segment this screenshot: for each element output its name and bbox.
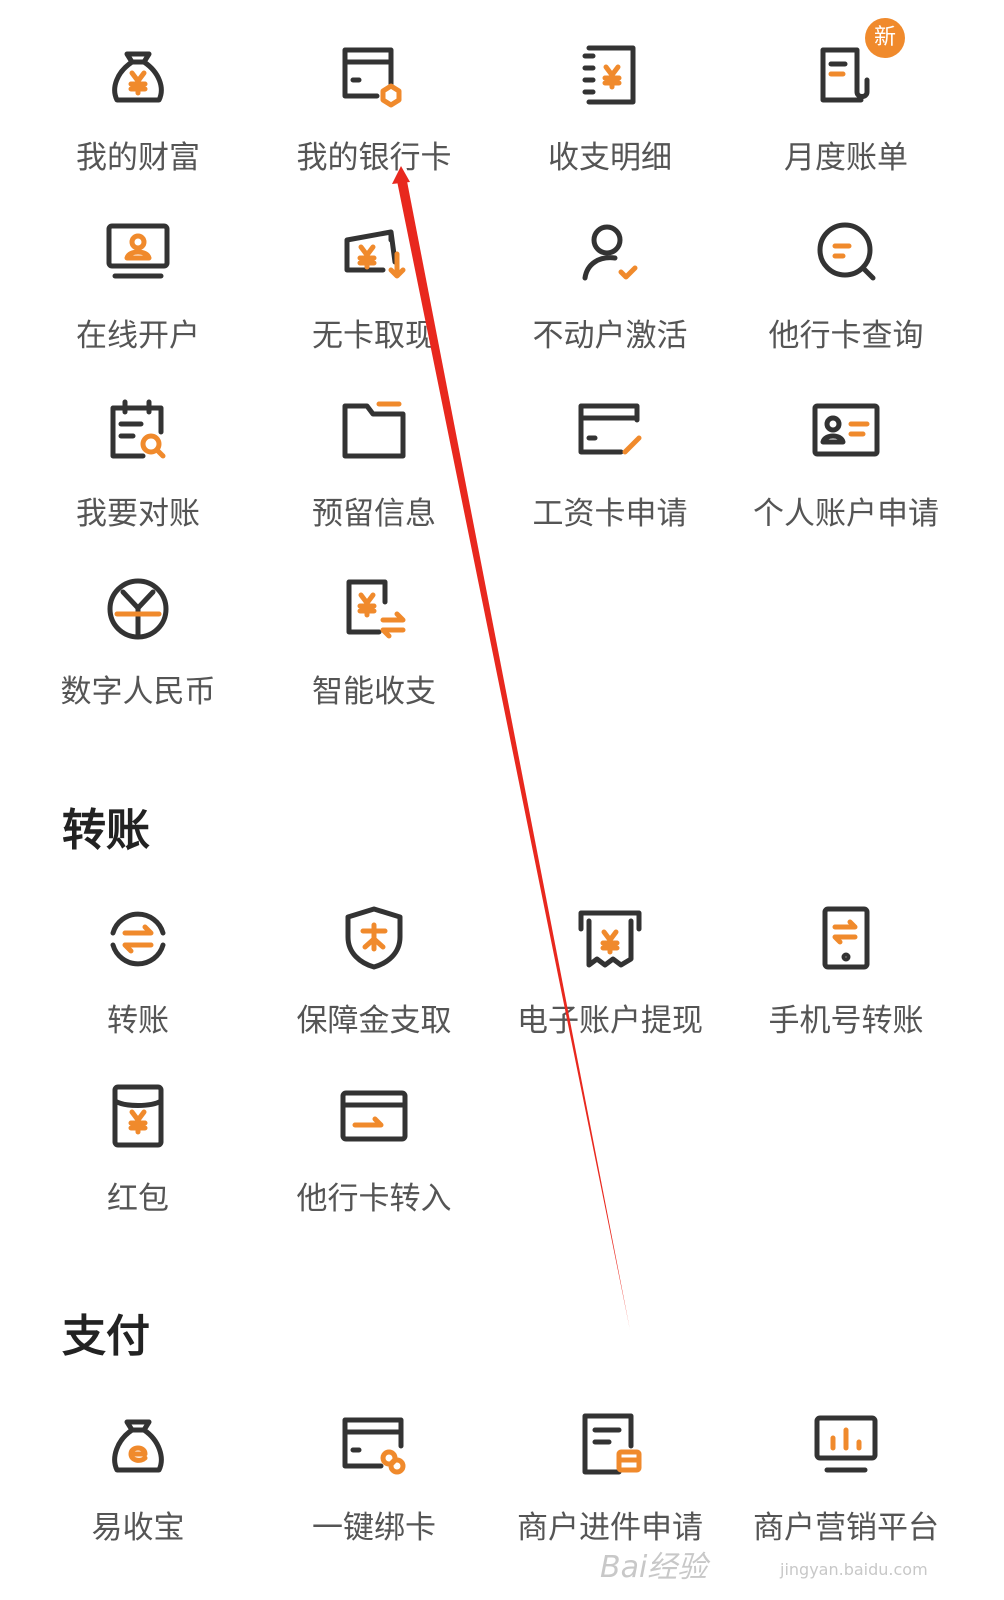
menu-item-label: 易收宝 [91, 1510, 185, 1546]
bank-card-icon [342, 47, 402, 108]
menu-item-receipt-print[interactable]: 电子账户提现 [492, 885, 728, 1063]
menu-item-transfer-cycle[interactable]: 转账 [20, 885, 256, 1063]
menu-item-label: 我的财富 [76, 140, 200, 176]
watermark-logo: Bai经验 [600, 1550, 708, 1585]
receipt-print-icon [578, 910, 642, 968]
menu-item-label: 保障金支取 [296, 1003, 452, 1039]
search-chat-icon [817, 222, 876, 281]
ledger-icon [582, 45, 636, 105]
menu-item-card-pen[interactable]: 工资卡申请 [492, 378, 728, 556]
menu-item-red-envelope[interactable]: 红包 [20, 1063, 256, 1241]
grid-transfer: 转账 保障金支取 电子账户提现 手机号转账红包 他行卡转入 [20, 885, 964, 1241]
shield-guarantee-icon [345, 906, 403, 970]
menu-item-ledger[interactable]: 收支明细 [492, 22, 728, 200]
menu-item-user-check[interactable]: 不动户激活 [492, 200, 728, 378]
new-badge: 新 [865, 18, 905, 58]
menu-item-label: 商户进件申请 [517, 1510, 703, 1546]
menu-item-search-chat[interactable]: 他行卡查询 [728, 200, 964, 378]
menu-item-label: 商户营销平台 [753, 1510, 939, 1546]
menu-item-digital-rmb[interactable]: 数字人民币 [20, 556, 256, 734]
menu-item-label: 手机号转账 [768, 1003, 924, 1039]
menu-item-label: 数字人民币 [60, 674, 216, 710]
menu-item-label: 他行卡转入 [296, 1181, 452, 1217]
watermark-url: jingyan.baidu.com [780, 1560, 928, 1579]
transfer-cycle-icon [110, 911, 166, 967]
menu-item-label: 不动户激活 [532, 318, 688, 354]
menu-item-cash-withdraw[interactable]: 无卡取现 [256, 200, 492, 378]
menu-item-label: 电子账户提现 [517, 1003, 703, 1039]
menu-item-label: 在线开户 [76, 318, 200, 354]
smart-exchange-icon [346, 579, 406, 639]
menu-item-money-bag[interactable]: 我的财富 [20, 22, 256, 200]
menu-item-monitor-chart[interactable]: 商户营销平台 [728, 1392, 964, 1570]
menu-item-e-bag[interactable]: 易收宝 [20, 1392, 256, 1570]
folder-icon [342, 401, 406, 459]
money-bag-icon [112, 51, 164, 103]
menu-item-card-transfer-in[interactable]: 他行卡转入 [256, 1063, 492, 1241]
bill-scroll-icon [820, 47, 870, 103]
phone-transfer-icon [822, 906, 870, 970]
menu-item-label: 他行卡查询 [768, 318, 924, 354]
card-pen-icon [578, 403, 642, 455]
menu-item-calendar-search[interactable]: 我要对账 [20, 378, 256, 556]
menu-item-label: 转账 [107, 1003, 169, 1039]
menu-item-label: 无卡取现 [312, 318, 436, 354]
menu-item-phone-transfer[interactable]: 手机号转账 [728, 885, 964, 1063]
menu-item-shield-guarantee[interactable]: 保障金支取 [256, 885, 492, 1063]
menu-item-folder[interactable]: 预留信息 [256, 378, 492, 556]
menu-item-label: 我的银行卡 [296, 140, 452, 176]
menu-item-bill-scroll[interactable]: 新月度账单 [728, 18, 964, 200]
menu-item-label: 预留信息 [312, 496, 436, 532]
section-title-transfer: 转账 [62, 805, 150, 856]
menu-item-monitor-user[interactable]: 在线开户 [20, 200, 256, 378]
card-transfer-in-icon [340, 1090, 408, 1142]
monitor-chart-icon [814, 1415, 878, 1473]
monitor-user-icon [106, 223, 170, 279]
menu-item-merchant-doc[interactable]: 商户进件申请 [492, 1392, 728, 1570]
user-check-icon [582, 224, 638, 281]
menu-item-label: 一键绑卡 [312, 1510, 436, 1546]
menu-item-card-link[interactable]: 一键绑卡 [256, 1392, 492, 1570]
merchant-doc-icon [582, 1413, 642, 1475]
calendar-search-icon [110, 399, 166, 459]
menu-item-label: 红包 [107, 1181, 169, 1217]
menu-item-label: 工资卡申请 [532, 496, 688, 532]
menu-item-label: 个人账户申请 [753, 496, 939, 532]
menu-item-smart-exchange[interactable]: 智能收支 [256, 556, 492, 734]
grid-main: 我的财富 我的银行卡 收支明细 新月度账单在线开户 无卡取现 不动户激活 他行卡查询我要对账… [20, 18, 964, 734]
menu-item-label: 月度账单 [784, 140, 908, 176]
card-link-icon [342, 1417, 406, 1475]
grid-payment: 易收宝 一键绑卡 商户进件申请 商户营销平台 [20, 1392, 964, 1570]
menu-item-label: 收支明细 [548, 140, 672, 176]
menu-item-label: 智能收支 [312, 674, 436, 710]
digital-rmb-icon [107, 578, 169, 640]
menu-item-bank-card[interactable]: 我的银行卡 [256, 22, 492, 200]
menu-item-id-card[interactable]: 个人账户申请 [728, 378, 964, 556]
e-bag-icon [112, 1419, 164, 1473]
id-card-icon [812, 403, 880, 457]
section-title-payment: 支付 [62, 1311, 150, 1362]
red-envelope-icon [112, 1084, 164, 1148]
menu-item-label: 我要对账 [76, 496, 200, 532]
cash-withdraw-icon [344, 229, 406, 279]
